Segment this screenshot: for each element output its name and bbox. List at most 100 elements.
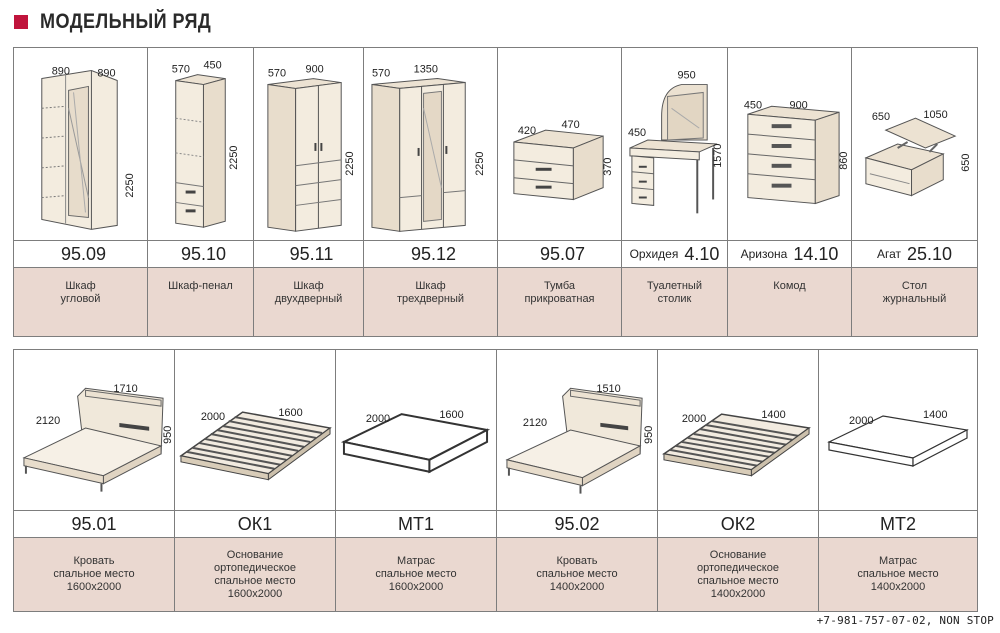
mattress-1600-drawing: 2000 1600 <box>340 409 491 474</box>
product-description: Матрас спальное место 1400х2000 <box>819 538 977 611</box>
product-card-95-12[interactable]: 570 1350 2250 95.12 Шкаф трехдверный <box>364 48 498 336</box>
product-description: Шкаф двухдверный <box>254 268 363 336</box>
three-door-wardrobe-drawing: 570 1350 2250 <box>371 64 486 232</box>
dim-label: 2250 <box>474 151 486 175</box>
dim-label: 1600 <box>439 409 463 421</box>
dim-label: 2000 <box>366 413 390 425</box>
dim-label: 890 <box>52 66 70 78</box>
dim-label: 2000 <box>201 411 225 423</box>
product-description: Шкаф-пенал <box>148 268 253 336</box>
product-card-95-02[interactable]: 1510 2120 950 95.02 Кровать спальное мес… <box>497 350 658 611</box>
product-card-95-07[interactable]: 420 470 370 95.07 Тумба прикроватная <box>498 48 622 336</box>
catalog-table-beds: 1710 2120 950 95.01 Кровать спальное мес… <box>13 349 978 612</box>
dim-label: 650 <box>960 154 972 172</box>
product-code: МТ1 <box>336 510 496 538</box>
product-description: Основание ортопедическое спальное место … <box>658 538 818 611</box>
product-image: 450 900 860 <box>728 48 851 240</box>
product-image: 890 890 2250 <box>14 48 147 240</box>
dim-label: 450 <box>744 99 762 111</box>
dim-label: 2250 <box>228 146 240 170</box>
dressing-table-drawing: 950 450 1570 <box>628 70 724 214</box>
bed-1400-drawing: 1510 2120 950 <box>505 383 655 494</box>
dim-label: 470 <box>561 119 579 131</box>
product-image: 2000 1600 <box>175 350 335 510</box>
product-card-95-10[interactable]: 570 450 2250 95.10 Шкаф-пенал <box>148 48 254 336</box>
red-square-icon <box>14 15 28 29</box>
product-image: 2000 1600 <box>336 350 496 510</box>
product-card-ok1[interactable]: 2000 1600 ОК1 Основание ортопедическое с… <box>175 350 336 611</box>
product-card-mt2[interactable]: 2000 1400 МТ2 Матрас спальное место 1400… <box>819 350 977 611</box>
dim-label: 950 <box>643 426 655 444</box>
product-image: 570 1350 2250 <box>364 48 497 240</box>
dim-label: 370 <box>602 158 614 176</box>
dim-label: 950 <box>677 70 695 82</box>
pencil-case-drawing: 570 450 2250 <box>172 60 240 228</box>
dim-label: 570 <box>372 68 390 80</box>
dim-label: 900 <box>306 64 324 76</box>
two-door-wardrobe-drawing: 570 900 2250 <box>267 64 356 232</box>
dim-label: 890 <box>97 68 115 80</box>
dim-label: 2000 <box>682 413 706 425</box>
product-image: 2000 1400 <box>819 350 977 510</box>
dim-label: 2250 <box>124 173 136 197</box>
dim-label: 950 <box>162 426 174 444</box>
product-code: ОК2 <box>658 510 818 538</box>
dim-label: 420 <box>518 125 536 137</box>
product-card-ok2[interactable]: 2000 1400 ОК2 Основание ортопедическое с… <box>658 350 819 611</box>
dim-label: 1600 <box>278 407 302 419</box>
page-title: МОДЕЛЬНЫЙ РЯД <box>40 10 212 33</box>
dim-label: 860 <box>838 152 850 170</box>
product-description: Тумба прикроватная <box>498 268 621 336</box>
product-description: Матрас спальное место 1600х2000 <box>336 538 496 611</box>
dim-label: 2250 <box>344 151 356 175</box>
product-card-95-11[interactable]: 570 900 2250 95.11 Шкаф двухдверный <box>254 48 364 336</box>
product-image: 1510 2120 950 <box>497 350 657 510</box>
dim-label: 450 <box>628 127 646 139</box>
catalog-table-cabinets: 890 890 2250 95.09 Шкаф угловой 570 450 <box>13 47 978 337</box>
section-header: МОДЕЛЬНЫЙ РЯД <box>14 8 239 36</box>
dim-label: 2120 <box>523 417 547 429</box>
product-description: Кровать спальное место 1600х2000 <box>14 538 174 611</box>
dim-label: 570 <box>268 68 286 80</box>
product-image: 2000 1400 <box>658 350 818 510</box>
slat-base-1400-drawing: 2000 1400 <box>662 409 811 477</box>
product-code: 95.07 <box>498 240 621 268</box>
product-card-95-01[interactable]: 1710 2120 950 95.01 Кровать спальное мес… <box>14 350 175 611</box>
slat-base-1600-drawing: 2000 1600 <box>179 407 332 481</box>
bed-1600-drawing: 1710 2120 950 <box>22 383 174 492</box>
dim-label: 650 <box>872 111 890 123</box>
nightstand-drawing: 420 470 370 <box>513 119 614 201</box>
corner-wardrobe-drawing: 890 890 2250 <box>41 66 136 230</box>
product-card-mt1[interactable]: 2000 1600 МТ1 Матрас спальное место 1600… <box>336 350 497 611</box>
dim-label: 2000 <box>849 415 873 427</box>
product-image: 570 900 2250 <box>254 48 363 240</box>
product-code: 95.01 <box>14 510 174 538</box>
product-code: ОК1 <box>175 510 335 538</box>
dim-label: 1350 <box>414 64 438 76</box>
dim-label: 900 <box>790 99 808 111</box>
product-description: Основание ортопедическое спальное место … <box>175 538 335 611</box>
chest-of-drawers-drawing: 450 900 860 <box>744 99 850 205</box>
product-code: 95.02 <box>497 510 657 538</box>
dim-label: 1710 <box>113 383 137 395</box>
product-description: Туалетный столик <box>622 268 727 336</box>
mattress-1400-drawing: 2000 1400 <box>827 409 969 467</box>
dim-label: 570 <box>172 64 190 76</box>
contact-phone: +7-981-757-07-02, NON STOP <box>816 614 994 627</box>
dim-label: 450 <box>203 60 221 72</box>
dim-label: 1050 <box>923 109 947 121</box>
product-code: 95.09 <box>14 240 147 268</box>
dim-label: 1400 <box>761 409 785 421</box>
product-description: Кровать спальное место 1400х2000 <box>497 538 657 611</box>
product-card-95-09[interactable]: 890 890 2250 95.09 Шкаф угловой <box>14 48 148 336</box>
dim-label: 1570 <box>712 144 724 168</box>
product-description: Комод <box>728 268 851 336</box>
dim-label: 2120 <box>36 415 60 427</box>
product-code: 95.10 <box>148 240 253 268</box>
